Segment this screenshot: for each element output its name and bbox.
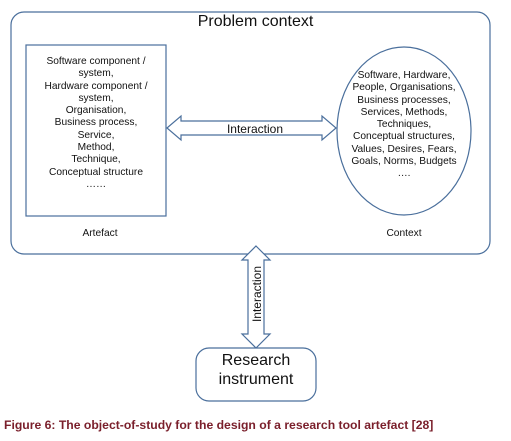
context-item: Software, Hardware, <box>357 70 451 81</box>
artefact-item: Hardware component / <box>44 80 148 92</box>
context-item: People, Organisations, <box>352 82 456 94</box>
horizontal-interaction-arrow <box>166 114 337 142</box>
artefact-item: Service, <box>77 129 115 141</box>
context-item: Conceptual structures, <box>353 131 455 143</box>
context-item: Business processes, <box>357 94 451 106</box>
context-label: Context <box>386 228 422 239</box>
research-instrument-label: Research instrument <box>197 351 315 389</box>
artefact-item: Software component / <box>46 56 146 67</box>
vertical-interaction-label: Interaction <box>250 265 264 323</box>
artefact-item: …… <box>85 178 107 190</box>
context-item: …. <box>397 168 411 180</box>
context-list: Software, Hardware,People, Organisations… <box>340 70 468 181</box>
artefact-label: Artefact <box>82 228 118 239</box>
context-ellipse <box>336 46 472 216</box>
context-item: Techniques, <box>376 119 432 131</box>
context-item: Goals, Norms, Budgets <box>351 156 457 168</box>
artefact-item: Organisation, <box>65 105 127 117</box>
research-instrument-line-2: instrument <box>218 371 294 388</box>
artefact-item: Method, <box>77 142 115 154</box>
artefact-box <box>25 44 167 217</box>
problem-context-title: Problem context <box>197 13 314 30</box>
horizontal-interaction-label: Interaction <box>226 122 284 136</box>
artefact-item: Conceptual structure <box>48 166 143 178</box>
research-instrument-line-1: Research <box>221 352 291 369</box>
artefact-list: Software component /system,Hardware comp… <box>30 56 162 191</box>
artefact-item: Technique, <box>71 154 121 166</box>
artefact-item: system, <box>78 92 114 104</box>
artefact-item: Business process, <box>54 117 138 129</box>
research-instrument-box <box>195 347 317 402</box>
figure-caption: Figure 6: The object-of-study for the de… <box>4 418 434 432</box>
artefact-item: system, <box>78 68 114 80</box>
context-item: Values, Desires, Fears, <box>351 143 457 155</box>
context-item: Services, Methods, <box>360 106 448 118</box>
